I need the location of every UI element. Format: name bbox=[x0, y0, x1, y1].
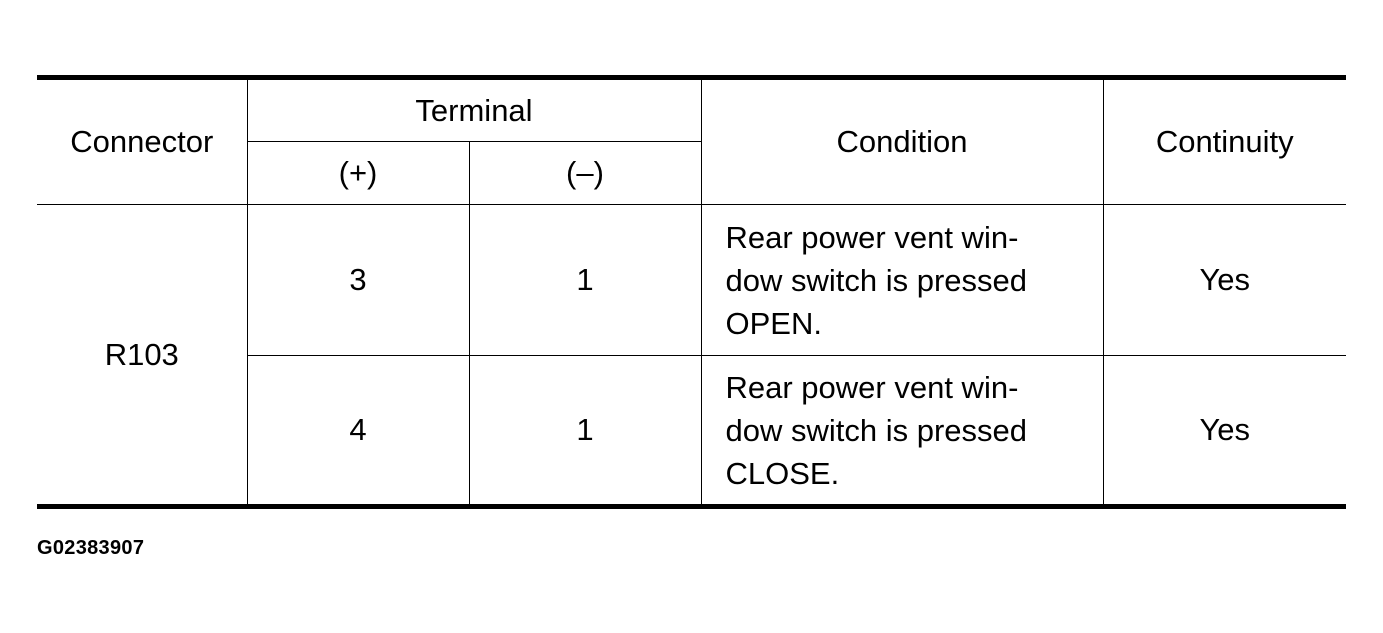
condition-line: dow switch is pressed bbox=[725, 412, 1028, 448]
header-condition: Condition bbox=[700, 77, 1104, 205]
terminal-plus-cell: 4 bbox=[247, 355, 470, 507]
header-terminal-plus: (+) bbox=[247, 141, 470, 205]
continuity-cell: Yes bbox=[1102, 355, 1346, 507]
header-connector: Connector bbox=[37, 77, 248, 205]
continuity-table: Connector Terminal Condition Continuity … bbox=[37, 75, 1346, 509]
figure-id-label: G02383907 bbox=[37, 537, 145, 559]
condition-line: Rear power vent win- bbox=[725, 369, 1019, 405]
condition-cell: Rear power vent win- dow switch is press… bbox=[700, 204, 1104, 356]
table-row: R103 3 1 Rear power vent win- dow switch… bbox=[37, 204, 1346, 507]
condition-line: Rear power vent win- bbox=[725, 219, 1019, 255]
condition-line: CLOSE. bbox=[725, 455, 840, 491]
condition-cell: Rear power vent win- dow switch is press… bbox=[700, 355, 1104, 507]
header-continuity: Continuity bbox=[1102, 77, 1346, 205]
condition-line: dow switch is pressed bbox=[725, 262, 1028, 298]
connector-cell: R103 bbox=[37, 204, 248, 507]
header-terminal-minus: (–) bbox=[468, 141, 701, 205]
terminal-plus-cell: 3 bbox=[246, 204, 470, 356]
table-row: 4 1 Rear power vent win- dow switch is p… bbox=[37, 355, 1346, 507]
header-terminal: Terminal bbox=[246, 77, 702, 142]
terminal-minus-cell: 1 bbox=[468, 355, 702, 507]
condition-line: OPEN. bbox=[725, 305, 822, 341]
continuity-cell: Yes bbox=[1102, 204, 1346, 356]
terminal-minus-cell: 1 bbox=[468, 204, 702, 356]
